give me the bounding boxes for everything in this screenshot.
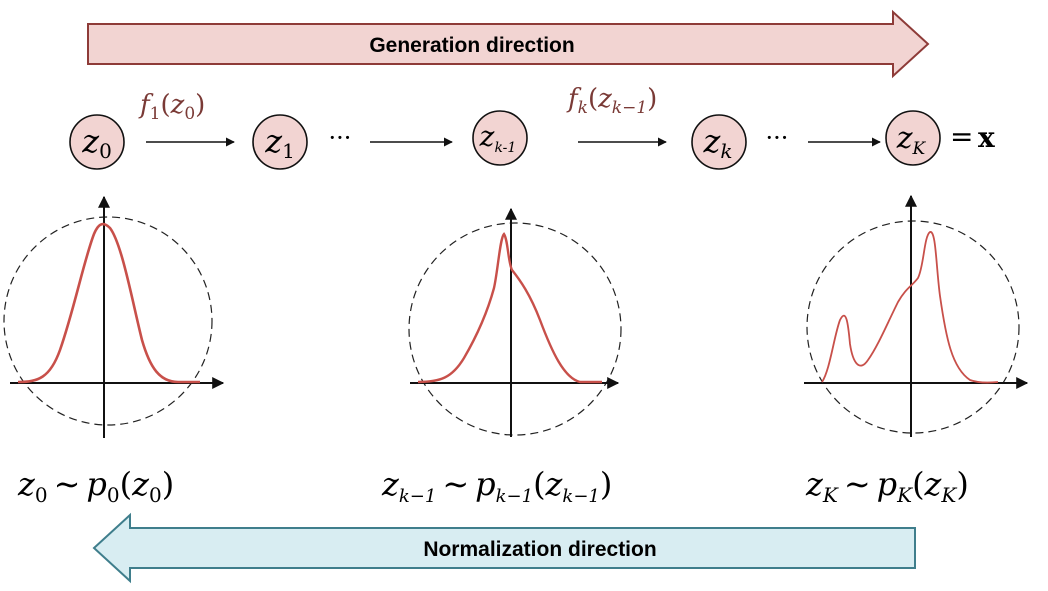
- node-z1: z1: [252, 114, 308, 170]
- density-curve-z0: [17, 222, 200, 384]
- generation-arrow-shape: [87, 9, 930, 79]
- node-zK: zK: [885, 110, 941, 166]
- node-zkm1-circle: [472, 110, 528, 166]
- density-plot-z0: [3, 195, 225, 438]
- distribution-label-zK: zK∼pK(zK): [805, 465, 969, 507]
- result-x: x: [978, 121, 995, 154]
- density-plot-zkm1: [408, 207, 622, 437]
- ellipsis-1: ···: [329, 124, 352, 152]
- distribution-label-zkm1: zk−1∼pk−1(zk−1): [381, 465, 612, 507]
- density-curve-zK: [821, 231, 999, 384]
- node-zk-label: zk: [703, 122, 733, 163]
- node-zK-label: zK: [896, 121, 927, 159]
- equals-sign: =: [950, 120, 973, 153]
- distribution-label-z0: z0∼p0(z0): [17, 465, 174, 507]
- generation-direction-label: Generation direction: [369, 34, 574, 57]
- ellipsis-2: ···: [766, 124, 789, 152]
- flow-f1-label: f1(z0): [138, 90, 205, 124]
- node-zkm1-label: zk-1: [479, 120, 517, 156]
- support-circle-z0: [3, 216, 213, 426]
- node-zkm1: zk-1: [472, 110, 528, 166]
- normalization-direction-arrow: Normalization direction: [92, 512, 916, 584]
- normalization-arrow-shape: [92, 512, 916, 584]
- support-circle-zkm1: [408, 222, 622, 436]
- node-zk: zk: [691, 114, 747, 170]
- flow-fk-label: fk(zk−1): [566, 84, 657, 118]
- support-circle-zK: [806, 220, 1020, 434]
- node-z1-label: z1: [264, 122, 295, 163]
- density-curve-zkm1: [417, 232, 602, 384]
- node-zK-circle: [885, 110, 941, 166]
- node-z0: z0: [69, 114, 125, 170]
- normalization-direction-label: Normalization direction: [423, 538, 656, 561]
- node-z0-circle: [69, 114, 125, 170]
- density-plot-zK: [804, 194, 1029, 437]
- node-z0-label: z0: [81, 122, 112, 163]
- generation-direction-arrow: Generation direction: [87, 9, 930, 79]
- node-z1-circle: [252, 114, 308, 170]
- node-zk-circle: [691, 114, 747, 170]
